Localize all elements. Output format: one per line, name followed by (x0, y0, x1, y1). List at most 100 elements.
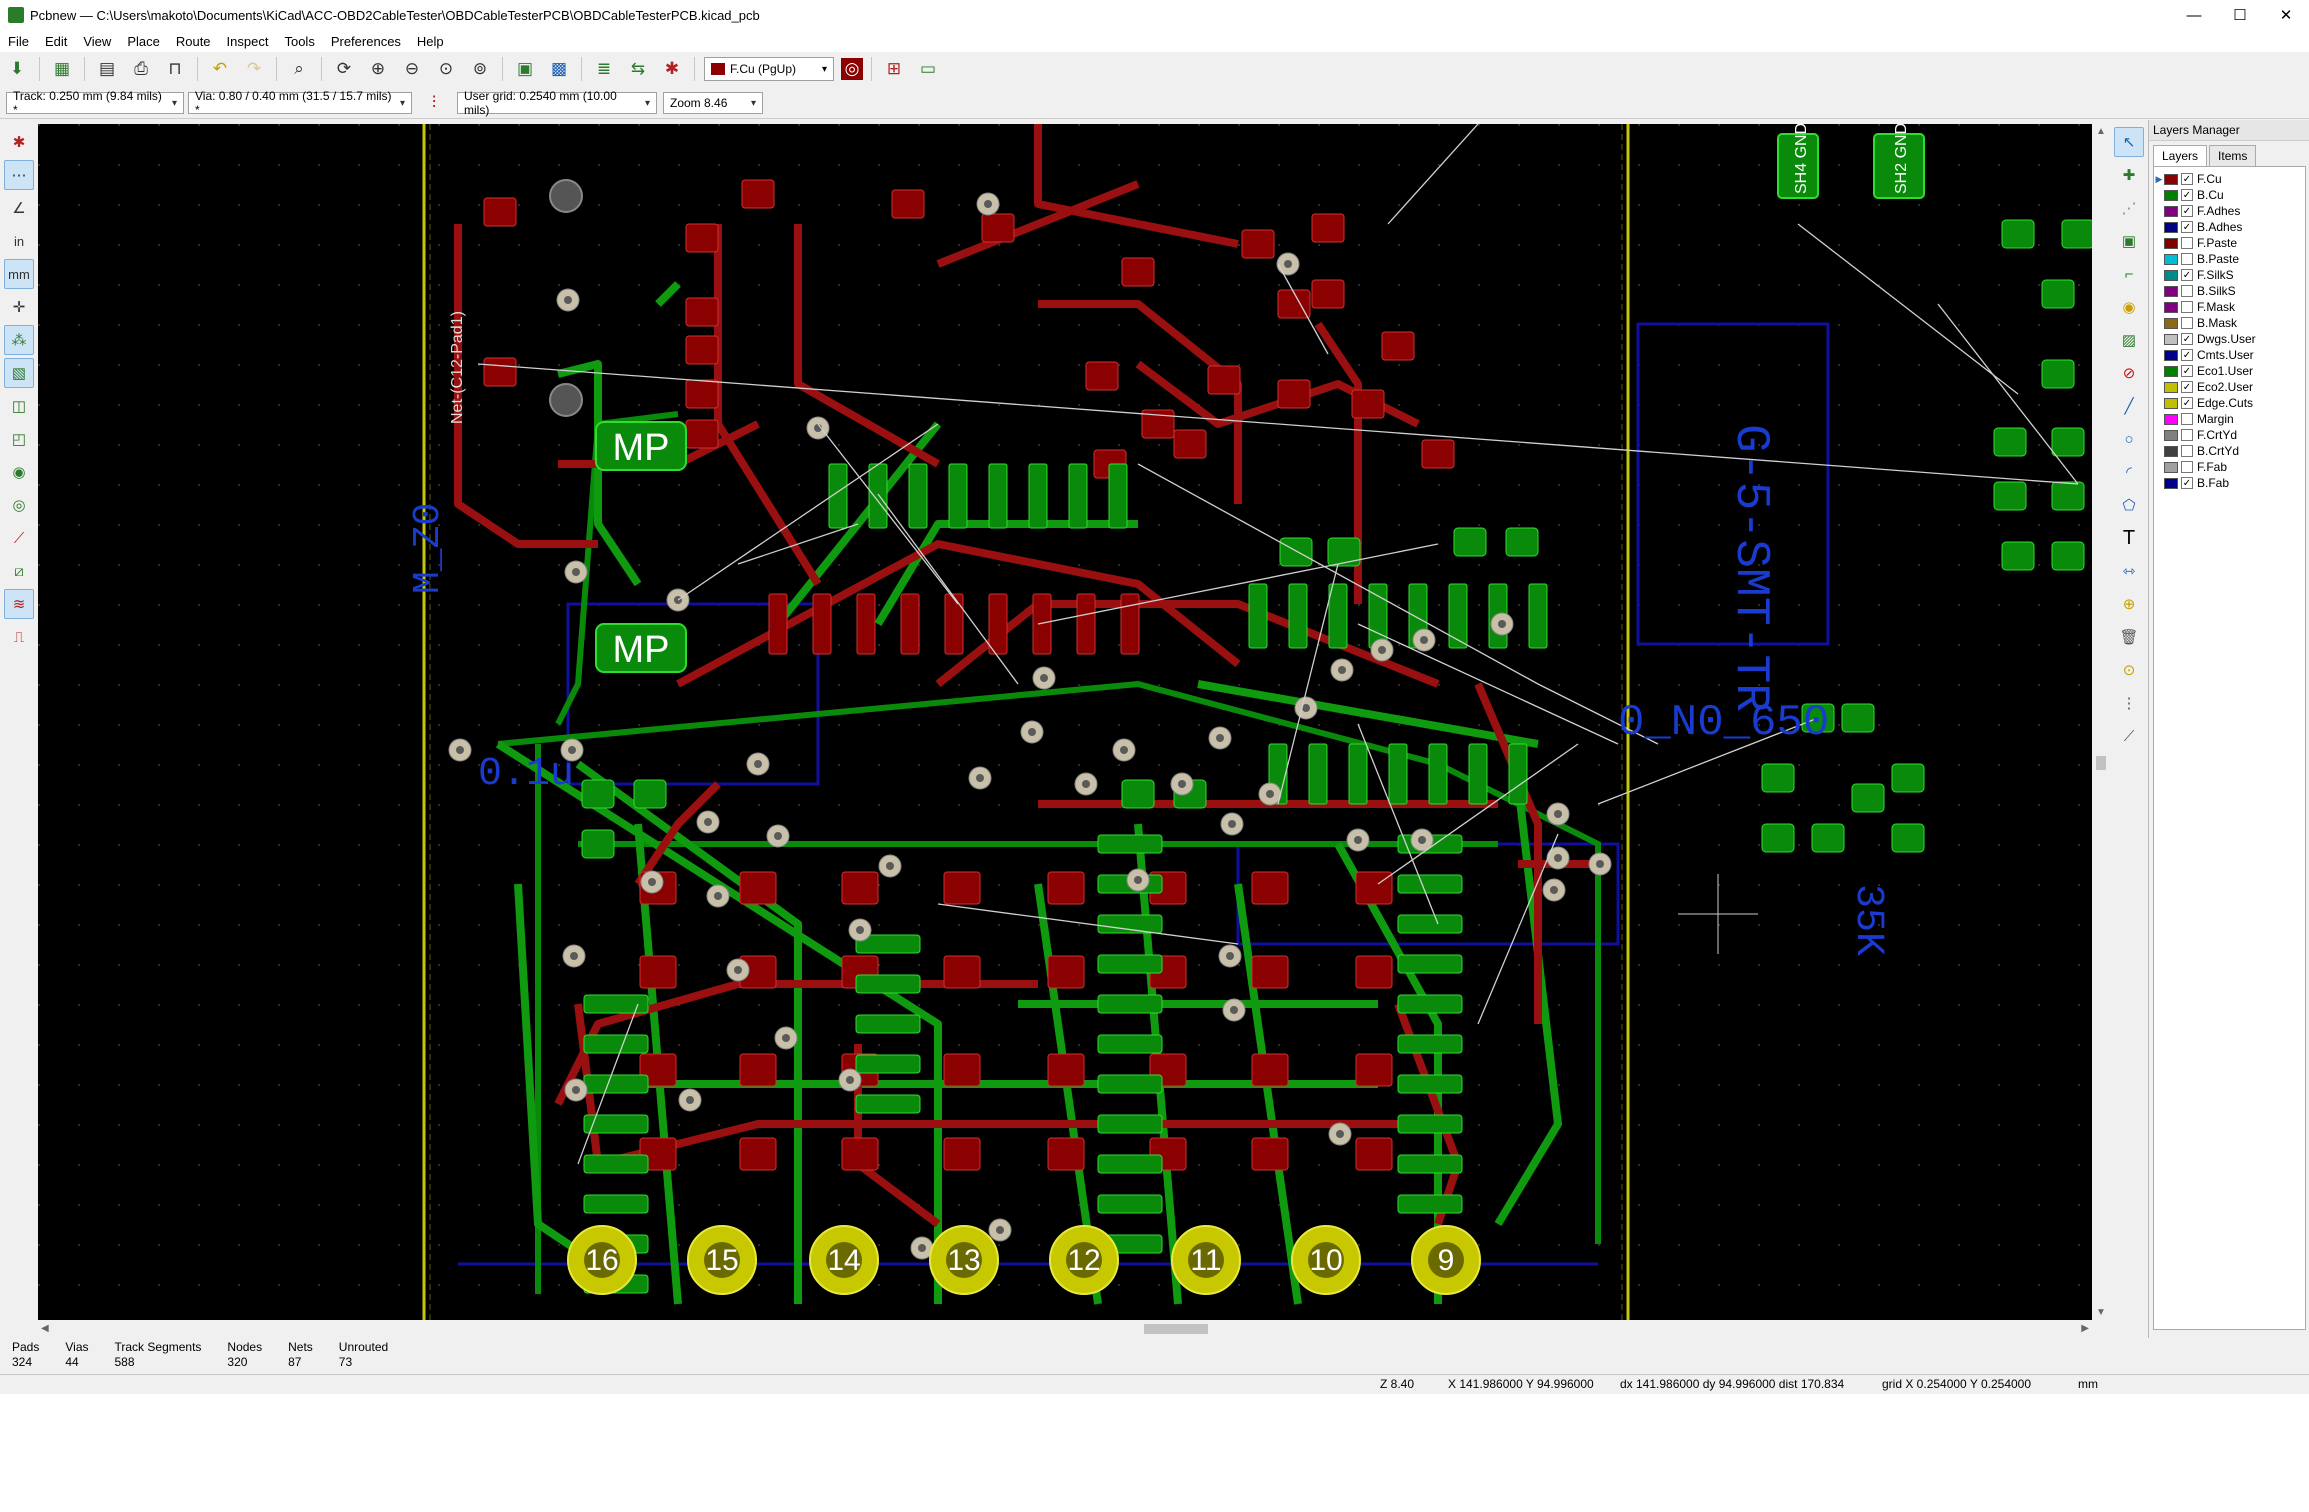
zone-fill-icon[interactable]: ▧ (4, 358, 34, 388)
drc-icon[interactable]: ✱ (664, 59, 680, 78)
save-board-icon[interactable]: ⬇ (9, 59, 25, 78)
undo-icon[interactable]: ↶ (212, 59, 228, 78)
layer-row-b-cu[interactable]: ✓B.Cu (2154, 187, 2305, 203)
layer-row-f-cu[interactable]: ▶✓F.Cu (2154, 171, 2305, 187)
add-keepout-icon[interactable]: ⊘ (2122, 365, 2136, 382)
add-dimension-icon[interactable]: ⇿ (2122, 563, 2136, 580)
layer-color-swatch[interactable] (2164, 445, 2178, 457)
scripting-icon[interactable]: ⊞ (886, 59, 902, 78)
layer-row-b-fab[interactable]: ✓B.Fab (2154, 475, 2305, 491)
layer-row-b-silks[interactable]: B.SilkS (2154, 283, 2305, 299)
scroll-right-icon[interactable]: ▶ (2081, 1323, 2089, 1334)
add-target-icon[interactable]: ⊕ (2122, 596, 2136, 613)
menu-inspect[interactable]: Inspect (226, 33, 269, 49)
scroll-left-icon[interactable]: ◀ (41, 1323, 49, 1334)
layer-color-swatch[interactable] (2164, 205, 2178, 217)
grid-origin-icon[interactable]: ⋮ (2121, 695, 2137, 712)
active-layer-select[interactable]: F.Cu (PgUp) ▾ (704, 57, 834, 81)
zoom-selection-icon[interactable]: ⊚ (472, 59, 488, 78)
draw-line-icon[interactable]: ╱ (2124, 398, 2134, 415)
menu-help[interactable]: Help (416, 33, 444, 49)
grid-select[interactable]: User grid: 0.2540 mm (10.00 mils) ▾ (457, 89, 657, 117)
vertical-scroll-thumb[interactable] (2096, 756, 2106, 770)
draw-polygon-icon[interactable]: ⬠ (2122, 497, 2136, 514)
highlight-net-icon[interactable]: ✚ (2122, 167, 2136, 184)
layer-color-swatch[interactable] (2164, 301, 2178, 313)
layer-visibility-checkbox[interactable]: ✓ (2181, 381, 2193, 393)
maximize-button[interactable]: ☐ (2233, 7, 2247, 24)
layer-visibility-checkbox[interactable]: ✓ (2181, 365, 2193, 377)
menu-view[interactable]: View (83, 33, 112, 49)
via-sketch-icon[interactable]: ◎ (12, 497, 26, 514)
select-arrow-icon[interactable]: ↖ (2114, 127, 2144, 157)
drill-origin-icon[interactable]: ⊙ (2122, 662, 2136, 679)
menu-edit[interactable]: Edit (44, 33, 68, 49)
footprint-viewer-icon[interactable]: ▩ (550, 59, 568, 78)
menu-route[interactable]: Route (175, 33, 211, 49)
layer-row-f-mask[interactable]: F.Mask (2154, 299, 2305, 315)
layer-visibility-checkbox[interactable]: ✓ (2181, 477, 2193, 489)
layer-visibility-checkbox[interactable]: ✓ (2181, 269, 2193, 281)
menu-tools[interactable]: Tools (284, 33, 315, 49)
print-icon[interactable]: ⎙ (134, 59, 148, 78)
layer-color-swatch[interactable] (2164, 397, 2178, 409)
netlist-icon[interactable]: ≣ (596, 59, 612, 78)
local-ratsnest-icon[interactable]: ⋰ (2121, 200, 2137, 217)
auto-track-width-icon[interactable]: ⫶ (431, 93, 437, 112)
ratsnest-icon[interactable]: ⁂ (4, 325, 34, 355)
board-setup-icon[interactable]: ▦ (53, 59, 71, 78)
layer-pair-icon[interactable]: ◎ (841, 58, 863, 80)
units-mm-button[interactable]: mm (4, 259, 34, 289)
zoom-fit-icon[interactable]: ⊙ (438, 59, 454, 78)
layer-color-swatch[interactable] (2164, 365, 2178, 377)
scroll-down-icon[interactable]: ▼ (2096, 1307, 2106, 1318)
layer-row-f-silks[interactable]: ✓F.SilkS (2154, 267, 2305, 283)
layer-row-b-crtyd[interactable]: B.CrtYd (2154, 443, 2305, 459)
layer-visibility-checkbox[interactable]: ✓ (2181, 173, 2193, 185)
pcb-drawing[interactable]: MP MP SH4 GND SH2 GND G-5-SMT-TR 0_N0_65… (38, 124, 2092, 1320)
layer-visibility-checkbox[interactable]: ✓ (2181, 349, 2193, 361)
cursor-shape-icon[interactable]: ✛ (12, 299, 26, 316)
layer-color-swatch[interactable] (2164, 285, 2178, 297)
layer-row-b-paste[interactable]: B.Paste (2154, 251, 2305, 267)
layer-color-swatch[interactable] (2164, 381, 2178, 393)
layer-color-swatch[interactable] (2164, 221, 2178, 233)
layer-color-swatch[interactable] (2164, 237, 2178, 249)
layer-color-swatch[interactable] (2164, 461, 2178, 473)
footprint-editor-icon[interactable]: ▣ (516, 59, 534, 78)
track-sketch-icon[interactable]: ⟋ (13, 529, 25, 547)
polar-coords-icon[interactable]: ∠ (12, 200, 26, 217)
zone-sketch-icon[interactable]: ◰ (11, 431, 27, 448)
python-console-icon[interactable]: ▭ (919, 59, 937, 78)
layer-row-b-mask[interactable]: B.Mask (2154, 315, 2305, 331)
plot-icon[interactable]: ⊓ (168, 59, 182, 78)
minimize-button[interactable]: — (2186, 6, 2202, 24)
pcb-canvas[interactable]: MP MP SH4 GND SH2 GND G-5-SMT-TR 0_N0_65… (38, 124, 2092, 1320)
high-contrast-icon[interactable]: ⧄ (14, 562, 24, 580)
layer-color-swatch[interactable] (2164, 317, 2178, 329)
layer-row-f-paste[interactable]: F.Paste (2154, 235, 2305, 251)
layer-row-b-adhes[interactable]: ✓B.Adhes (2154, 219, 2305, 235)
layer-color-swatch[interactable] (2164, 269, 2178, 281)
tab-items[interactable]: Items (2209, 145, 2257, 166)
layer-visibility-checkbox[interactable]: ✓ (2181, 205, 2193, 217)
layer-row-cmts-user[interactable]: ✓Cmts.User (2154, 347, 2305, 363)
layer-row-f-crtyd[interactable]: F.CrtYd (2154, 427, 2305, 443)
units-inch-button[interactable]: in (13, 233, 25, 249)
layer-row-eco2-user[interactable]: ✓Eco2.User (2154, 379, 2305, 395)
layer-visibility-checkbox[interactable]: ✓ (2181, 221, 2193, 233)
layer-color-swatch[interactable] (2164, 333, 2178, 345)
draw-circle-icon[interactable]: ○ (2124, 430, 2134, 448)
zoom-out-icon[interactable]: ⊖ (404, 59, 420, 78)
layer-visibility-checkbox[interactable] (2181, 285, 2193, 297)
measure-icon[interactable]: ⟋ (2123, 727, 2135, 745)
layer-visibility-checkbox[interactable] (2181, 413, 2193, 425)
layer-visibility-checkbox[interactable] (2181, 317, 2193, 329)
layer-visibility-checkbox[interactable]: ✓ (2181, 333, 2193, 345)
layer-visibility-checkbox[interactable]: ✓ (2181, 397, 2193, 409)
zone-outline-icon[interactable]: ◫ (11, 398, 27, 415)
add-zone-icon[interactable]: ▨ (2121, 332, 2137, 349)
menu-file[interactable]: File (8, 33, 29, 49)
via-size-select[interactable]: Via: 0.80 / 0.40 mm (31.5 / 15.7 mils) *… (188, 89, 412, 117)
pad-sketch-icon[interactable]: ◉ (12, 464, 26, 481)
